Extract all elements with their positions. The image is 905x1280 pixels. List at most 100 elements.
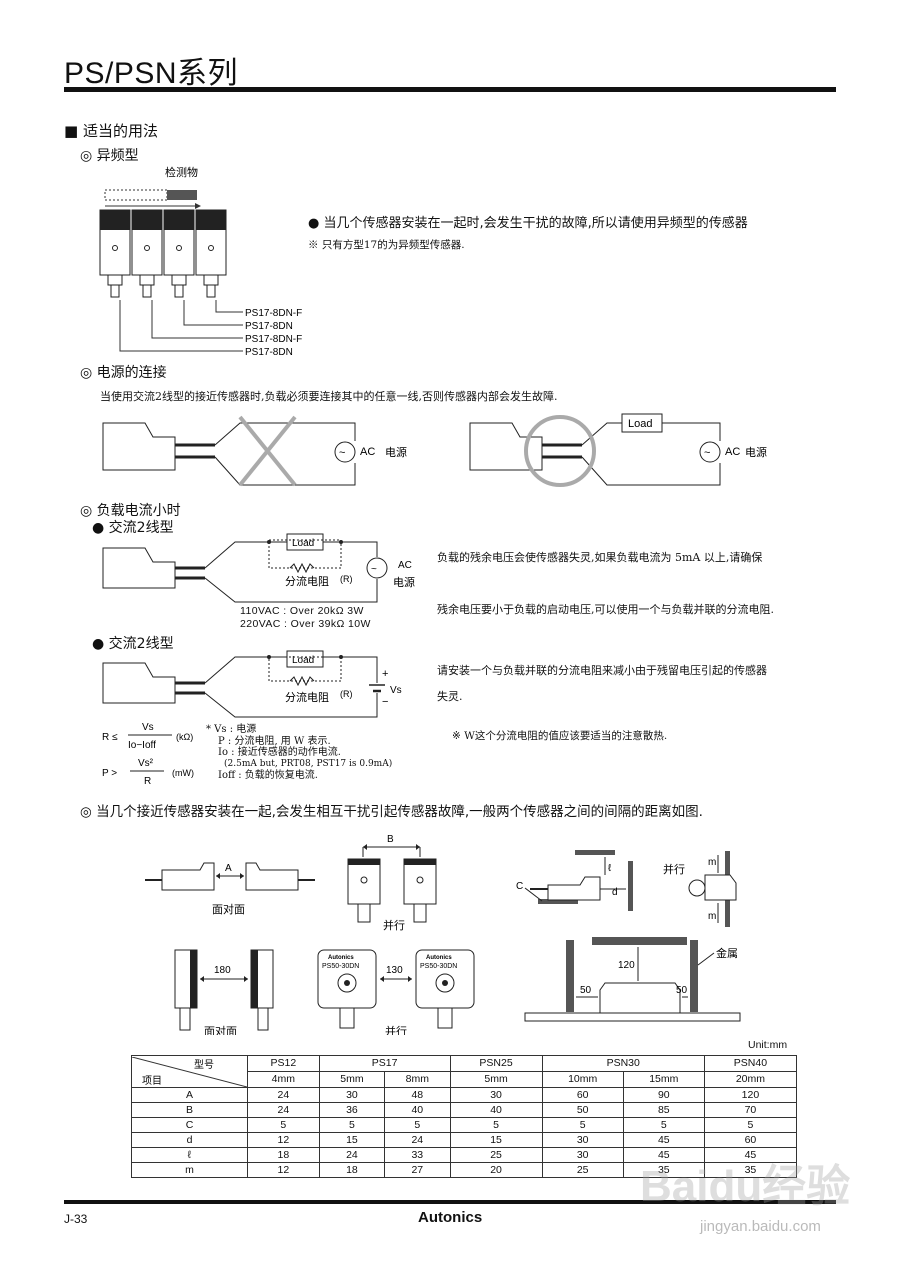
page-number: J-33 <box>64 1212 88 1226</box>
svg-text:电源: 电源 <box>385 445 407 459</box>
diff-freq-bullet: ● 当几个传感器安装在一起时,会发生干扰的故障,所以请使用异频型的传感器 <box>308 216 748 231</box>
legend-vs: * Vs : 电源 <box>206 724 257 735</box>
power-description: 当使用交流2线型的接近传感器时,负载必须要连接其中的任意一线,否则传感器内部会发… <box>100 390 558 403</box>
svg-text:(R): (R) <box>340 689 353 699</box>
model-ps12: PS12 <box>247 1055 320 1072</box>
table-cell: 24 <box>247 1102 320 1118</box>
unit-label: Unit:mm <box>748 1039 788 1051</box>
spacing-table: 型号 项目 PS12 PS17 PSN25 PSN30 PSN40 4mm 5m… <box>131 1055 798 1178</box>
face-to-face-small: A 面对面 <box>145 862 315 916</box>
svg-text:Load: Load <box>292 655 314 666</box>
table-cell: 25 <box>541 1162 624 1178</box>
svg-text:A: A <box>225 863 232 874</box>
table-cell: 20 <box>449 1162 543 1178</box>
svg-text:120: 120 <box>618 960 635 971</box>
metal-side-view: C d ℓ m m 并行 <box>516 850 737 927</box>
table-cell: 120 <box>703 1087 798 1103</box>
legend-io: Io : 接近传感器的动作电流. <box>218 747 341 758</box>
table-cell: 25 <box>449 1147 543 1163</box>
svg-text:−: − <box>382 696 388 708</box>
table-cell: 15 <box>449 1132 543 1148</box>
table-row: B 24 36 40 40 50 85 70 <box>131 1102 798 1118</box>
svg-text:电源: 电源 <box>745 445 767 459</box>
distance-cell: 4mm <box>247 1071 320 1088</box>
title-rule <box>64 87 836 92</box>
target-ghost <box>104 189 168 201</box>
svg-text:并行: 并行 <box>385 1024 407 1035</box>
table-cell: 5 <box>384 1117 451 1133</box>
table-cell: 50 <box>541 1102 624 1118</box>
svg-text:AC: AC <box>725 446 740 458</box>
metal-embedded: 120 50 50 金属 <box>524 937 741 1022</box>
parallel-large: Autonics PS50-30DN 130 Autonics PS50-30D… <box>317 949 475 1035</box>
table-cell: 36 <box>318 1102 386 1118</box>
svg-text:AC: AC <box>360 446 375 458</box>
distance-row: 4mm 5mm 8mm 5mm 10mm 15mm 20mm <box>132 1071 798 1088</box>
table-cell: 5 <box>541 1117 624 1133</box>
svg-text:PS50-30DN: PS50-30DN <box>420 963 457 970</box>
row-item: A <box>131 1087 248 1103</box>
formula-block: R ≤ Vs Io−Ioff (kΩ) P > Vs² R (mW) <box>102 722 194 787</box>
svg-text:Autonics: Autonics <box>426 955 452 961</box>
footer-brand: Autonics <box>418 1209 483 1226</box>
svg-text:(R): (R) <box>340 574 353 584</box>
heat-note: ※ W这个分流电阻的值应该要适当的注意散热. <box>452 730 668 742</box>
target-label: 检测物 <box>165 165 198 179</box>
svg-text:AC: AC <box>398 560 412 571</box>
distance-cell: 8mm <box>384 1071 451 1088</box>
svg-text:R: R <box>144 776 151 787</box>
ac-shunt-diagram: Load ~ 分流电阻 (R) AC 电源 <box>102 533 415 603</box>
table-cell: 35 <box>703 1162 798 1178</box>
model-psn40: PSN40 <box>703 1055 798 1072</box>
watermark-url: jingyan.baidu.com <box>700 1218 821 1235</box>
svg-text:Load: Load <box>628 418 652 430</box>
section-interference: ◎ 当几个接近传感器安装在一起,会发生相互干扰引起传感器故障,一般两个传感器之间… <box>80 804 703 820</box>
diff-freq-diagram: 检测物 <box>99 165 302 358</box>
svg-text:Vs: Vs <box>142 722 154 733</box>
dc-shunt-diagram: Load 分流电阻 (R) + − Vs <box>102 650 402 718</box>
formula-legend: * Vs : 电源 P : 分流电阻, 用 W 表示. Io : 接近传感器的动… <box>206 724 392 782</box>
model-psn30: PSN30 <box>541 1055 705 1072</box>
shunt-para-1: 请安装一个与负载并联的分流电阻来减小由于残留电压引起的传感器 <box>437 664 767 677</box>
page-title: PS/PSN系列 <box>64 57 239 90</box>
table-cell: 5 <box>703 1117 798 1133</box>
ac-type-label-2: ● 交流2线型 <box>92 636 174 652</box>
table-cell: 90 <box>622 1087 705 1103</box>
table-cell: 5 <box>318 1117 386 1133</box>
model-label-1: PS17-8DN-F <box>245 308 302 319</box>
svg-text:Vs: Vs <box>390 685 402 696</box>
table-cell: 70 <box>703 1102 798 1118</box>
table-row: A 24 30 48 30 60 90 120 <box>131 1087 798 1103</box>
distance-cell: 5mm <box>318 1071 386 1088</box>
table-cell: 5 <box>622 1117 705 1133</box>
svg-text:50: 50 <box>676 985 688 996</box>
table-cell: 60 <box>541 1087 624 1103</box>
svg-text:并行: 并行 <box>383 918 405 932</box>
legend-io-note: (2.5mA but, PRT08, PST17 is 0.9mA) <box>224 758 393 769</box>
table-cell: 30 <box>541 1147 624 1163</box>
table-cell: 30 <box>541 1132 624 1148</box>
svg-text:R ≤: R ≤ <box>102 732 118 743</box>
correct-connection: Load ~ AC 电源 <box>469 413 767 487</box>
residual-para-1: 负载的残余电压会使传感器失灵,如果负载电流为 5mA 以上,请确保 <box>437 551 763 564</box>
svg-text:B: B <box>387 834 394 845</box>
table-cell: 12 <box>247 1132 320 1148</box>
svg-text:型号: 型号 <box>194 1058 214 1071</box>
svg-text:P >: P > <box>102 768 117 779</box>
spacing-diagrams: A 面对面 B 并行 C d ℓ <box>145 834 741 1035</box>
wrong-connection: ~ AC 电源 <box>102 415 407 487</box>
svg-text:项目: 项目 <box>142 1075 162 1087</box>
table-cell: 45 <box>622 1132 705 1148</box>
distance-cell: 20mm <box>703 1071 798 1088</box>
section-small-load: ◎ 负载电流小时 <box>80 503 181 519</box>
model-label-3: PS17-8DN-F <box>245 334 302 345</box>
svg-text:50: 50 <box>580 985 592 996</box>
table-cell: 48 <box>384 1087 451 1103</box>
svg-text:~: ~ <box>371 564 377 575</box>
section-diff-freq: ◎ 异频型 <box>80 148 139 164</box>
table-cell: 24 <box>247 1087 320 1103</box>
sensor-group <box>99 209 227 298</box>
svg-text:m: m <box>708 857 716 868</box>
parallel-small: B 并行 <box>347 834 437 932</box>
correct-mark <box>524 415 596 487</box>
